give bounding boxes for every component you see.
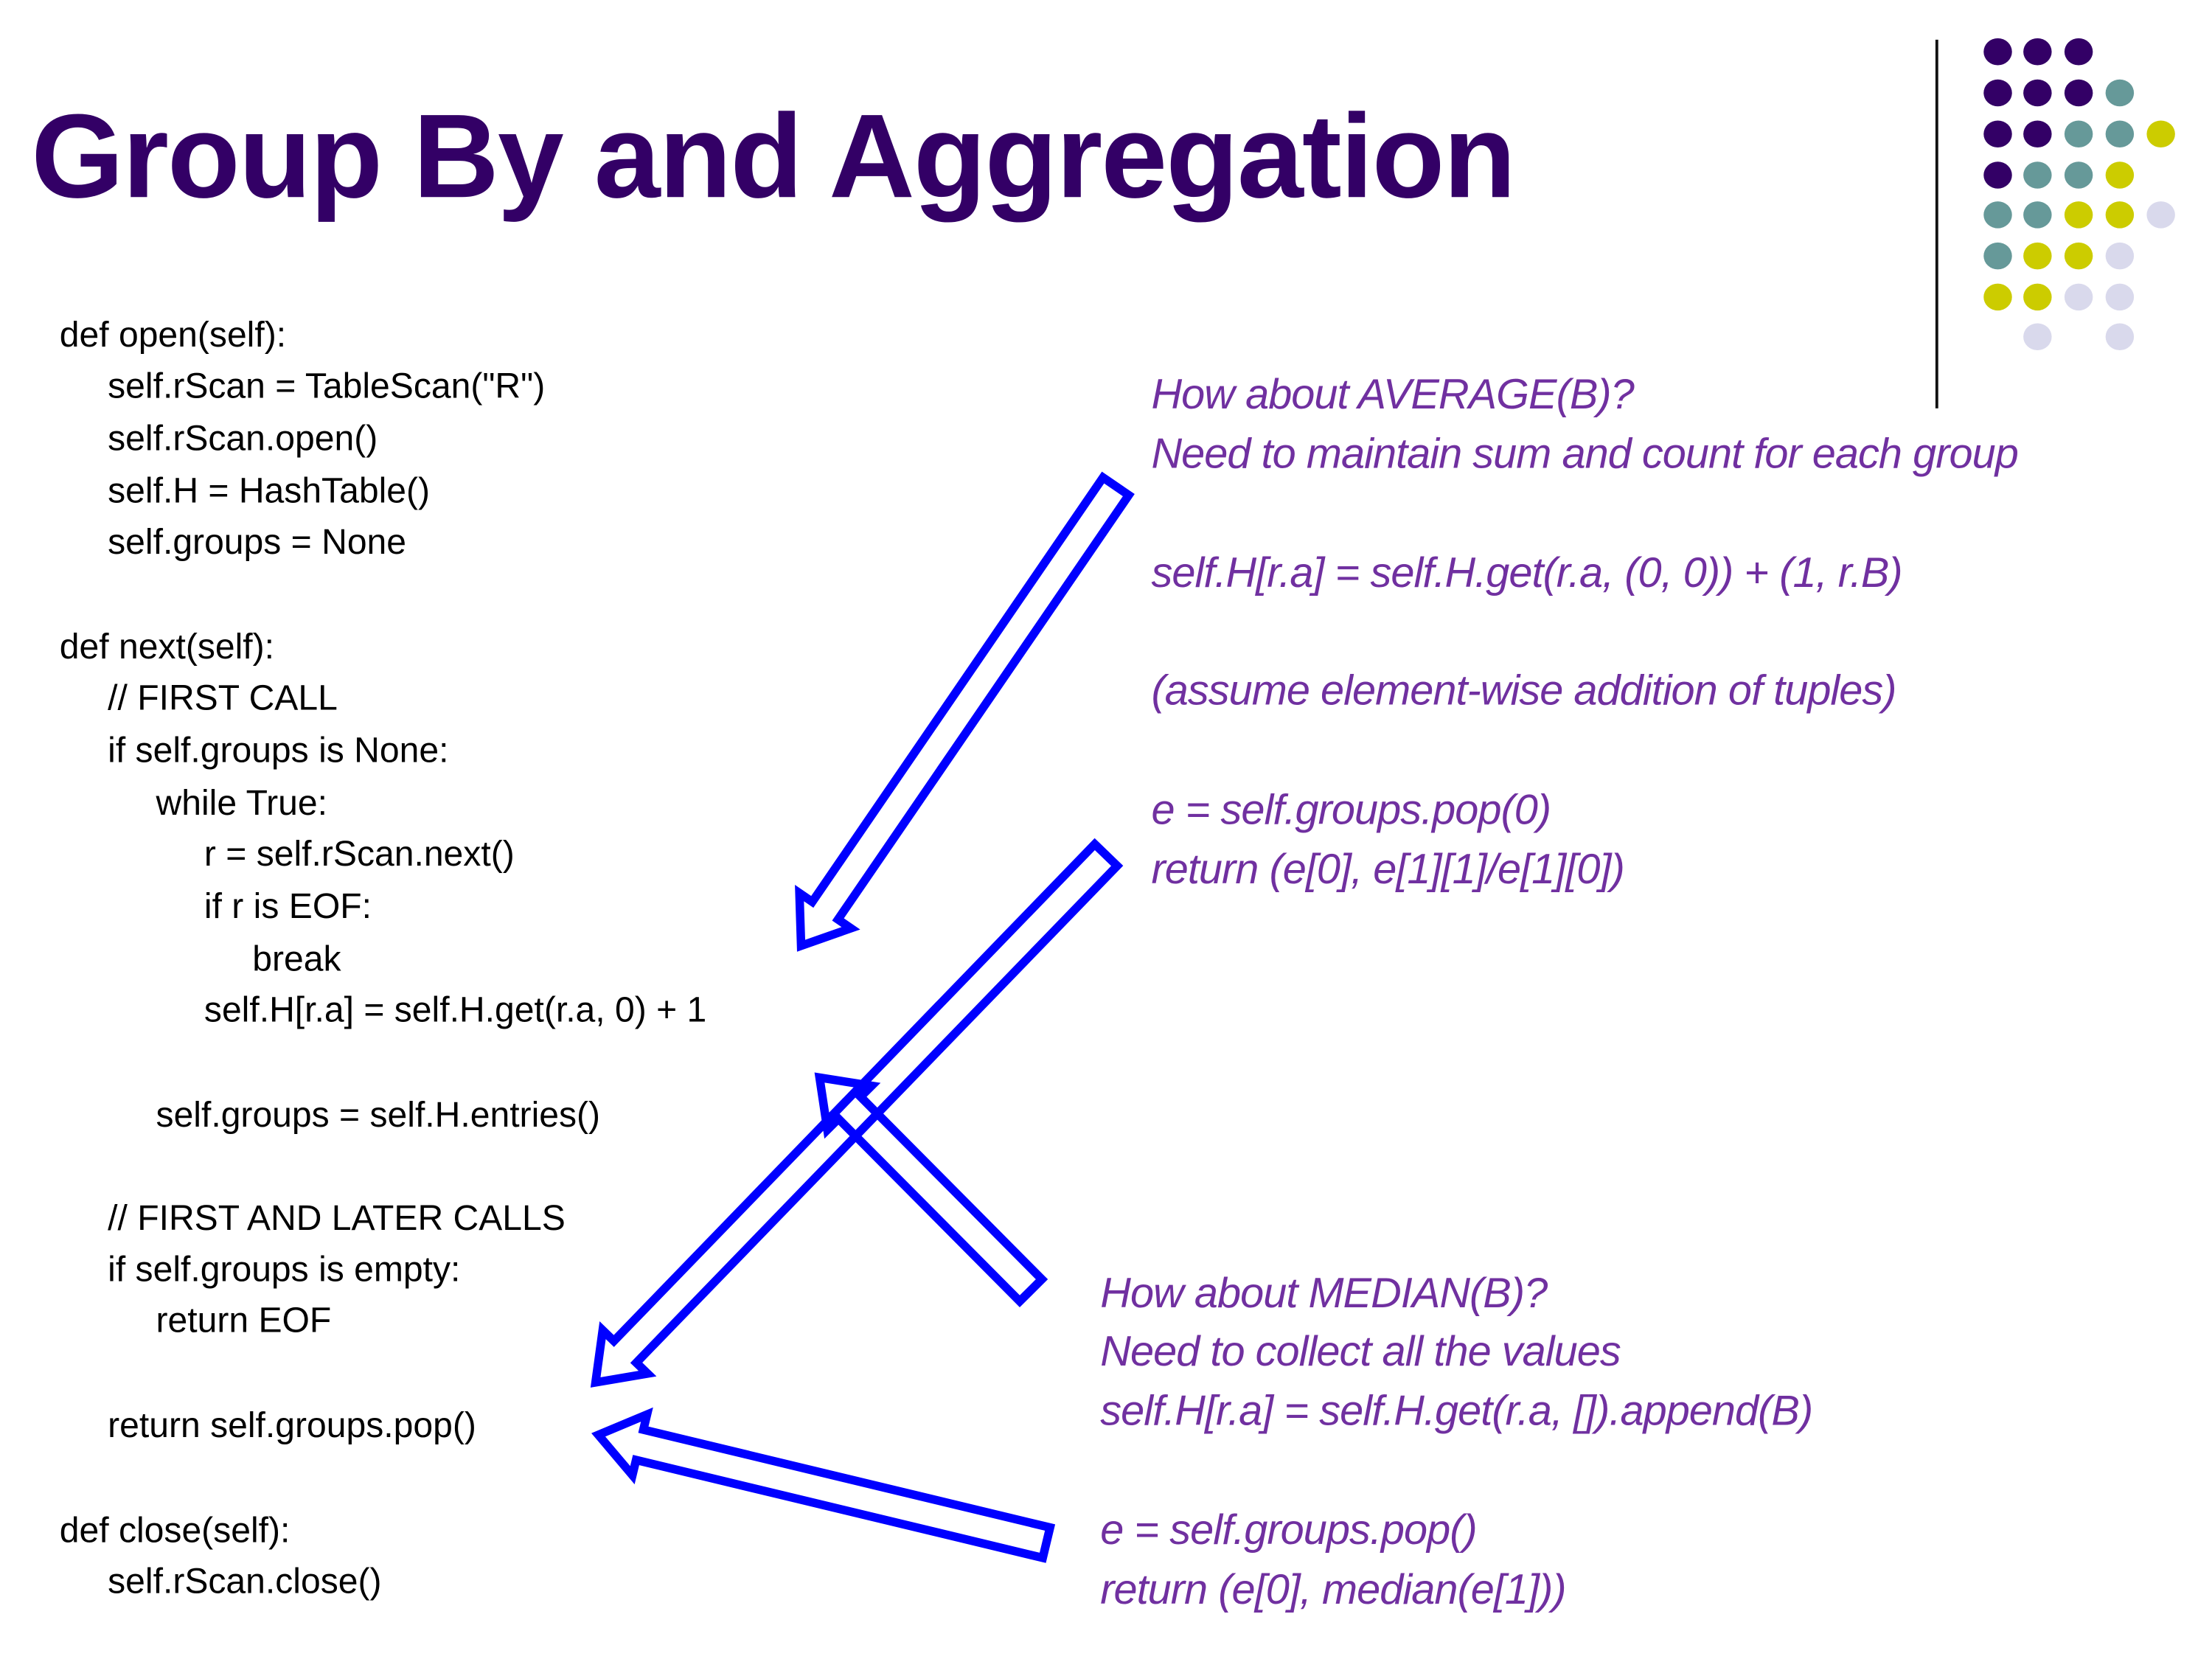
median-note-line: Need to collect all the values xyxy=(1100,1328,1621,1376)
decorative-dot xyxy=(2064,161,2093,188)
decorative-dot xyxy=(1983,78,2012,106)
average-note-line: self.H[r.a] = self.H.get(r.a, (0, 0)) + … xyxy=(1151,550,1902,597)
code-line: if r is EOF: xyxy=(204,886,372,927)
code-line: return EOF xyxy=(156,1301,332,1341)
decorative-dot xyxy=(2023,161,2052,188)
decorative-dot xyxy=(2105,201,2135,228)
decorative-dot xyxy=(2146,201,2175,228)
code-line: return self.groups.pop() xyxy=(108,1405,476,1446)
code-line: def next(self): xyxy=(59,627,275,667)
decorative-dot xyxy=(2023,282,2052,310)
slide-title: Group By and Aggregation xyxy=(31,89,1516,223)
decorative-dot xyxy=(2023,78,2052,106)
code-line: self.H[r.a] = self.H.get(r.a, 0) + 1 xyxy=(204,990,707,1031)
block-arrow xyxy=(814,1072,1048,1307)
decorative-dot xyxy=(2064,78,2093,106)
decorative-dot xyxy=(2105,282,2135,310)
block-arrow xyxy=(590,838,1124,1388)
decorative-dot xyxy=(2023,241,2052,269)
code-line: def close(self): xyxy=(59,1510,291,1551)
code-line: self.rScan.close() xyxy=(108,1562,382,1602)
block-arrow xyxy=(591,1407,1056,1563)
code-line: self.H = HashTable() xyxy=(108,471,431,512)
average-note-line: How about AVERAGE(B)? xyxy=(1151,371,1634,419)
decorative-dot xyxy=(2105,78,2135,106)
decorative-dot xyxy=(2064,282,2093,310)
code-line: r = self.rScan.next() xyxy=(204,834,515,874)
decorative-dot xyxy=(1983,37,2012,65)
decorative-dot xyxy=(2105,119,2135,147)
average-note-line: (assume element-wise addition of tuples) xyxy=(1151,667,1896,715)
average-note-line: e = self.groups.pop(0) xyxy=(1151,787,1551,834)
code-line: if self.groups is empty: xyxy=(108,1250,461,1290)
block-arrow xyxy=(795,471,1135,952)
code-line: self.groups = None xyxy=(108,522,407,563)
decorative-dot xyxy=(2105,161,2135,188)
average-note-line: Need to maintain sum and count for each … xyxy=(1151,431,2018,479)
decorative-dot xyxy=(2023,201,2052,228)
median-note-line: e = self.groups.pop() xyxy=(1100,1507,1478,1554)
decorative-dot xyxy=(1983,282,2012,310)
median-note-line: self.H[r.a] = self.H.get(r.a, []).append… xyxy=(1100,1388,1813,1436)
decorative-dot xyxy=(2105,241,2135,269)
decorative-dot xyxy=(1983,161,2012,188)
decorative-dot xyxy=(1983,119,2012,147)
code-line: self.rScan.open() xyxy=(108,419,378,459)
decorative-dot xyxy=(2064,119,2093,147)
decorative-dot xyxy=(2064,241,2093,269)
code-line: // FIRST AND LATER CALLS xyxy=(108,1198,566,1239)
median-note-line: return (e[0], median(e[1])) xyxy=(1100,1566,1566,1614)
divider-line xyxy=(1935,39,1938,408)
code-line: self.groups = self.H.entries() xyxy=(156,1095,601,1135)
code-line: def open(self): xyxy=(59,315,287,355)
decorative-dot xyxy=(2105,322,2135,350)
median-note-line: How about MEDIAN(B)? xyxy=(1100,1270,1548,1318)
decorative-dot xyxy=(2146,119,2175,147)
decorative-dot xyxy=(1983,241,2012,269)
code-line: // FIRST CALL xyxy=(108,678,338,718)
code-line: self.rScan = TableScan("R") xyxy=(108,366,546,406)
decorative-dot xyxy=(2064,201,2093,228)
code-line: if self.groups is None: xyxy=(108,731,449,771)
average-note-line: return (e[0], e[1][1]/e[1][0]) xyxy=(1151,846,1624,894)
decorative-dot xyxy=(1983,201,2012,228)
code-line: while True: xyxy=(156,783,328,824)
decorative-dot xyxy=(2023,322,2052,350)
decorative-dot xyxy=(2064,37,2093,65)
code-line: break xyxy=(252,939,341,979)
decorative-dot xyxy=(2023,37,2052,65)
decorative-dot xyxy=(2023,119,2052,147)
